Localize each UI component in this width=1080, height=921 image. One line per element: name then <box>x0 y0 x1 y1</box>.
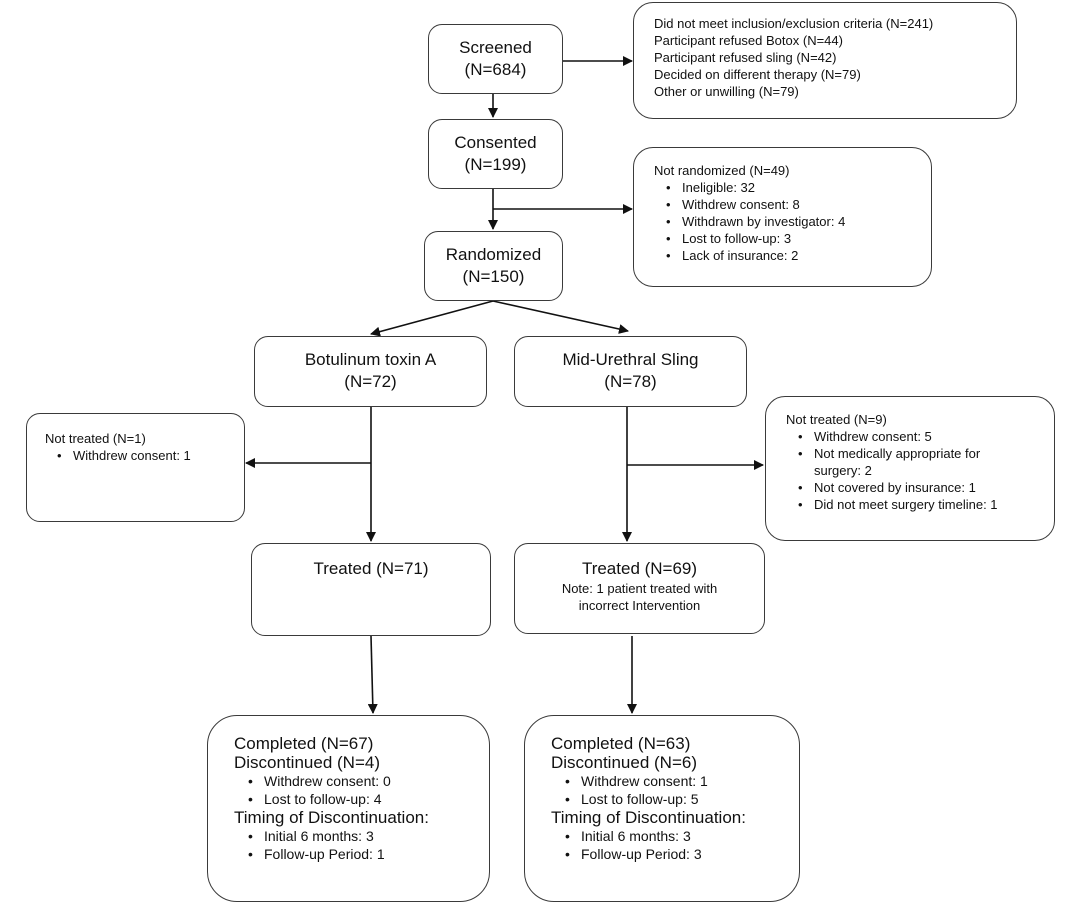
botox-treated-title: Treated (N=71) <box>313 559 429 578</box>
list-item: Lost to follow-up: 5 <box>565 790 789 808</box>
arrow-randomized-to-botox <box>370 300 494 337</box>
excluded-box: Did not meet inclusion/exclusion criteri… <box>633 2 1017 119</box>
list-item: Not covered by insurance: 1 <box>798 479 1034 496</box>
sling-treated-note-line1: Note: 1 patient treated with <box>561 581 718 596</box>
sling-arm-title: Mid-Urethral Sling <box>562 350 699 369</box>
botox-timing-list: Initial 6 months: 3 Follow-up Period: 1 <box>234 827 479 863</box>
list-item: Ineligible: 32 <box>666 179 921 196</box>
sling-final-box: Completed (N=63) Discontinued (N=6) With… <box>524 715 800 902</box>
list-item: Follow-up Period: 3 <box>565 845 789 863</box>
randomized-count: (N=150) <box>462 267 525 286</box>
sling-timing-list: Initial 6 months: 3 Follow-up Period: 3 <box>551 827 789 863</box>
arrow-botox-treated-to-final <box>367 635 378 714</box>
list-item: Lack of insurance: 2 <box>666 247 921 264</box>
not-randomized-list: Ineligible: 32 Withdrew consent: 8 Withd… <box>654 179 921 264</box>
sling-treated-note-line2: incorrect Intervention <box>578 598 701 613</box>
list-item: Initial 6 months: 3 <box>565 827 789 845</box>
arrow-randomized-to-sling <box>492 300 629 334</box>
sling-arm-box: Mid-Urethral Sling (N=78) <box>514 336 747 407</box>
screened-title: Screened <box>459 38 532 57</box>
botox-not-treated-heading: Not treated (N=1) <box>45 431 146 446</box>
list-item: Not medically appropriate for surgery: 2 <box>798 445 1019 479</box>
list-item: Follow-up Period: 1 <box>248 845 479 863</box>
list-item: Did not meet surgery timeline: 1 <box>798 496 1034 513</box>
botox-not-treated-box: Not treated (N=1) Withdrew consent: 1 <box>26 413 245 522</box>
sling-timing-heading: Timing of Discontinuation: <box>551 808 746 827</box>
sling-treated-box: Treated (N=69) Note: 1 patient treated w… <box>514 543 765 634</box>
botox-final-box: Completed (N=67) Discontinued (N=4) With… <box>207 715 490 902</box>
sling-not-treated-list: Withdrew consent: 5 Not medically approp… <box>786 428 1044 513</box>
botox-treated-box: Treated (N=71) <box>251 543 491 636</box>
not-randomized-heading: Not randomized (N=49) <box>654 163 790 178</box>
list-item: Withdrew consent: 1 <box>57 447 234 464</box>
list-item: Withdrew consent: 5 <box>798 428 1034 445</box>
sling-arm-count: (N=78) <box>604 372 657 391</box>
list-item: Withdrew consent: 0 <box>248 772 479 790</box>
randomized-title: Randomized <box>445 245 542 264</box>
botox-arm-box: Botulinum toxin A (N=72) <box>254 336 487 407</box>
botox-timing-heading: Timing of Discontinuation: <box>234 808 429 827</box>
botox-discontinued-reasons: Withdrew consent: 0 Lost to follow-up: 4 <box>234 772 479 808</box>
randomized-box: Randomized (N=150) <box>424 231 563 301</box>
sling-treated-title: Treated (N=69) <box>581 559 698 578</box>
excluded-item: Participant refused sling (N=42) <box>654 50 837 65</box>
botox-arm-title: Botulinum toxin A <box>304 350 437 369</box>
sling-not-treated-heading: Not treated (N=9) <box>786 412 887 427</box>
consented-box: Consented (N=199) <box>428 119 563 189</box>
excluded-item: Did not meet inclusion/exclusion criteri… <box>654 16 934 31</box>
consented-title: Consented <box>454 133 537 152</box>
botox-discontinued: Discontinued (N=4) <box>234 753 380 772</box>
list-item: Initial 6 months: 3 <box>248 827 479 845</box>
list-item: Lost to follow-up: 3 <box>666 230 921 247</box>
sling-completed: Completed (N=63) <box>551 734 691 753</box>
screened-box: Screened (N=684) <box>428 24 563 94</box>
screened-count: (N=684) <box>464 60 527 79</box>
botox-arm-count: (N=72) <box>344 372 397 391</box>
botox-not-treated-list: Withdrew consent: 1 <box>45 447 234 464</box>
list-item: Withdrawn by investigator: 4 <box>666 213 921 230</box>
sling-discontinued: Discontinued (N=6) <box>551 753 697 772</box>
excluded-item: Other or unwilling (N=79) <box>654 84 799 99</box>
list-item: Withdrew consent: 1 <box>565 772 789 790</box>
botox-completed: Completed (N=67) <box>234 734 374 753</box>
consented-count: (N=199) <box>464 155 527 174</box>
sling-not-treated-box: Not treated (N=9) Withdrew consent: 5 No… <box>765 396 1055 541</box>
not-randomized-box: Not randomized (N=49) Ineligible: 32 Wit… <box>633 147 932 287</box>
excluded-item: Participant refused Botox (N=44) <box>654 33 843 48</box>
list-item: Withdrew consent: 8 <box>666 196 921 213</box>
list-item: Lost to follow-up: 4 <box>248 790 479 808</box>
sling-discontinued-reasons: Withdrew consent: 1 Lost to follow-up: 5 <box>551 772 789 808</box>
excluded-item: Decided on different therapy (N=79) <box>654 67 861 82</box>
